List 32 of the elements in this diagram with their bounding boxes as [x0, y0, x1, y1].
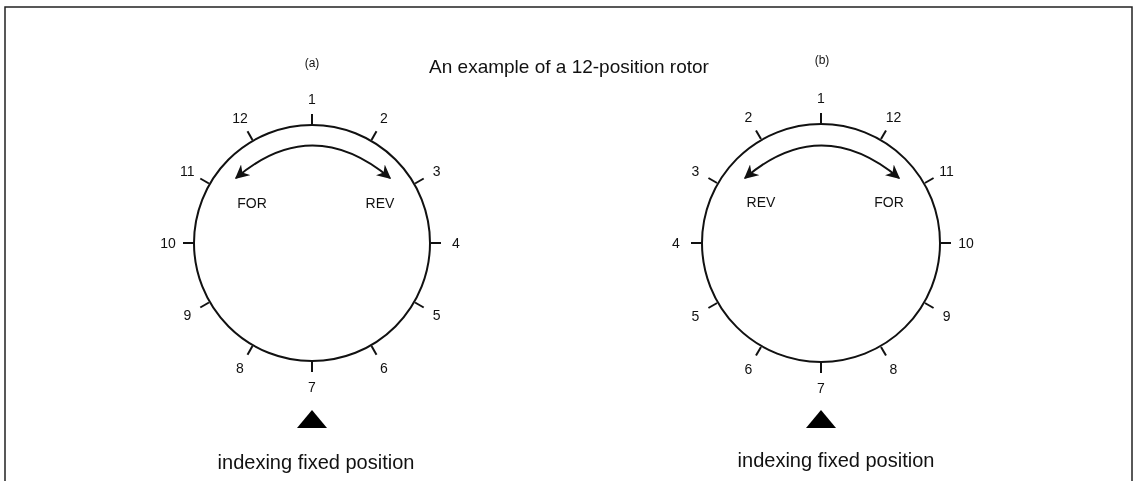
position-number: 10 [958, 236, 974, 250]
position-number: 4 [452, 236, 460, 250]
position-caption: indexing fixed position [217, 452, 415, 472]
diagram-title: An example of a 12-position rotor [429, 56, 709, 76]
position-number: 8 [236, 360, 244, 375]
position-number: 12 [885, 110, 902, 125]
position-number: 4 [672, 236, 680, 250]
direction-label: FOR [237, 196, 267, 210]
position-caption: indexing fixed position [737, 450, 935, 470]
position-number: 12 [232, 111, 248, 126]
position-number: 5 [691, 308, 700, 323]
position-number: 1 [817, 91, 825, 105]
position-number: 6 [380, 360, 388, 375]
position-number: 6 [744, 361, 753, 376]
panel-label: (b) [814, 54, 830, 66]
rotor-circle [193, 124, 431, 362]
position-number: 1 [308, 92, 316, 106]
panel-label: (a) [304, 57, 320, 69]
position-number: 7 [308, 380, 316, 394]
position-number: 11 [939, 163, 954, 178]
position-number: 2 [380, 111, 388, 126]
position-number: 7 [817, 381, 825, 395]
position-number: 8 [889, 361, 898, 376]
position-number: 2 [744, 110, 753, 125]
direction-label: REV [365, 196, 395, 210]
position-number: 11 [180, 164, 195, 178]
position-number: 9 [942, 308, 951, 323]
rotor-circle [701, 123, 941, 363]
direction-label: REV [746, 195, 776, 209]
position-number: 3 [691, 163, 700, 178]
position-number: 10 [160, 236, 176, 250]
direction-label: FOR [874, 195, 904, 209]
